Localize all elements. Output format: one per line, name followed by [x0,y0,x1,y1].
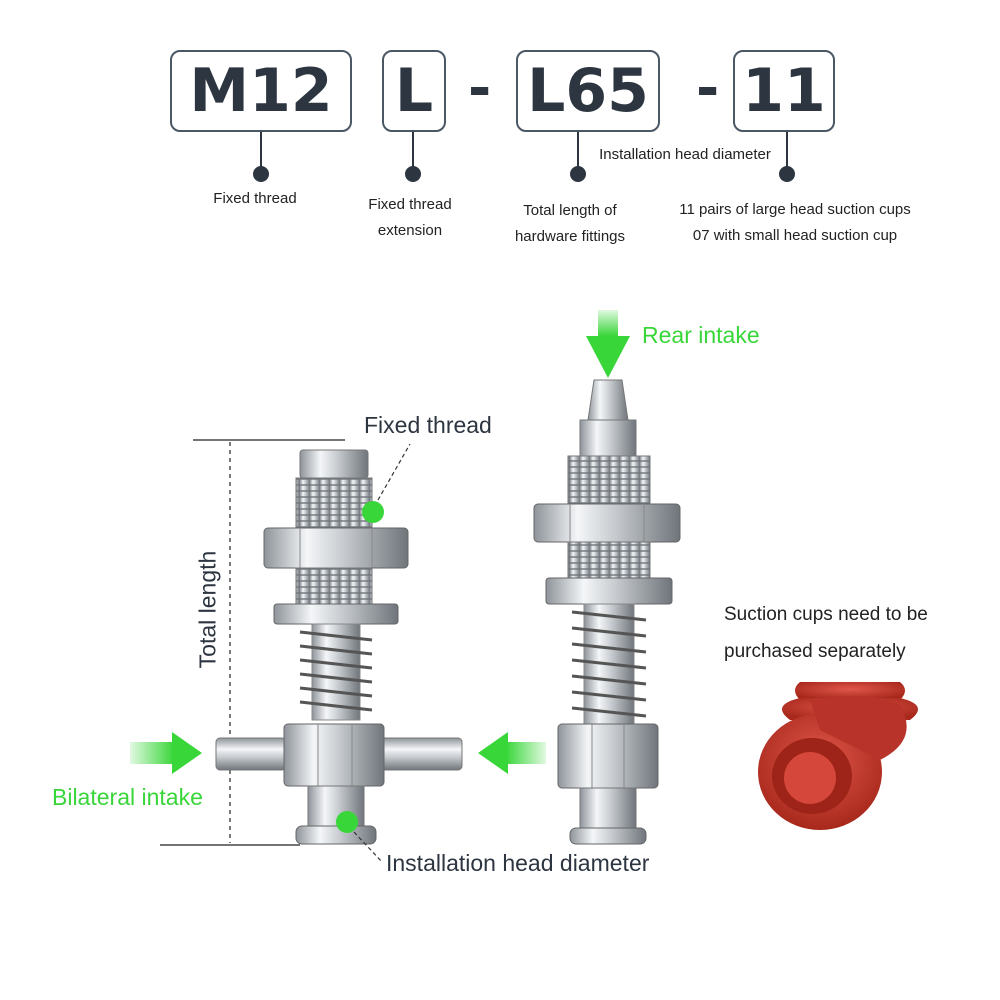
marker-head-dot [336,811,358,833]
legend-suction-cups: 11 pairs of large head suction cups 07 w… [655,197,935,249]
total-length-dimension [160,439,345,846]
install-head-label: Installation head diameter [386,850,650,876]
total-length-label: Total length [194,550,221,669]
code-separator-1: - [468,56,492,121]
dot-extension [405,166,421,182]
bilateral-intake-label: Bilateral intake [52,784,203,810]
code-part-thread: M12 [170,50,352,132]
legend-thread-extension: Fixed thread extension [340,192,480,244]
code-part-length: L65 [516,50,660,132]
legend-thread-extension-line1: Fixed thread [368,196,452,213]
stem-head [786,132,788,172]
dot-length [570,166,586,182]
stem-thread [260,132,262,172]
suction-cup-note-line1: Suction cups need to be [724,604,928,625]
suction-cup-note-line2: purchased separately [724,641,906,662]
code-part-head: 11 [733,50,835,132]
right-fitting [533,379,681,845]
stem-extension [412,132,414,172]
code-part-thread-text: M12 [189,56,333,126]
fixed-thread-label: Fixed thread [364,412,492,438]
dot-thread [253,166,269,182]
legend-suction-cups-line1: 11 pairs of large head suction cups [679,201,911,218]
legend-fixed-thread: Fixed thread [213,190,297,207]
code-part-length-text: L65 [527,56,649,126]
legend-total-length: Total length of hardware fittings [495,198,645,250]
bilateral-intake-arrow-icon [130,732,202,774]
code-part-head-text: 11 [742,56,826,126]
legend-install-head: Installation head diameter [599,146,771,163]
marker-thread-dot [362,501,384,523]
legend-total-length-line1: Total length of [523,202,617,219]
legend-total-length-line2: hardware fittings [514,228,626,245]
rear-intake-arrow-icon [586,310,630,378]
code-part-extension-text: L [394,56,434,126]
side-intake-arrow-icon [478,732,546,774]
suction-cup-note: Suction cups need to be purchased separa… [724,596,928,670]
left-fitting [215,449,463,845]
legend-suction-cups-line2: 07 with small head suction cup [692,227,898,244]
suction-cup-image [758,682,918,830]
code-part-extension: L [382,50,446,132]
code-separator-2: - [696,56,720,121]
rear-intake-label: Rear intake [642,322,760,348]
dot-head [779,166,795,182]
stem-length [577,132,579,172]
legend-thread-extension-line2: extension [377,222,443,239]
